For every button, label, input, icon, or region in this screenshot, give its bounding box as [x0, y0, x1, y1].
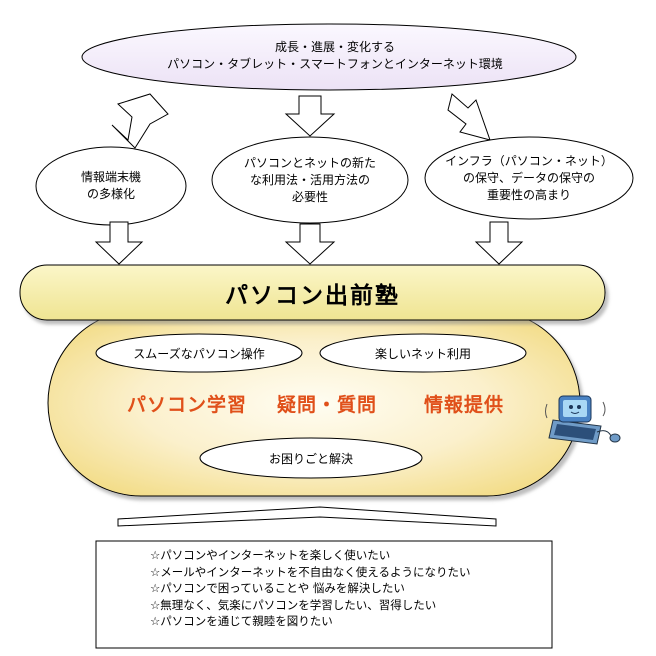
list-item: ☆パソコンで困っていることや 悩みを解決したい — [150, 581, 405, 595]
middle-center-line-1: パソコンとネットの新た — [243, 155, 376, 170]
list-item: ☆パソコンやインターネットを楽しく使いたい — [150, 548, 391, 562]
callout-pointer — [117, 506, 497, 527]
top-ellipse-line-2: パソコン・タブレット・スマートフォンとインターネット環境 — [167, 57, 503, 71]
pill-bottom-label: お困りごと解決 — [268, 451, 353, 466]
list-item: ☆メールやインターネットを不自由なく使えるようになりたい — [150, 564, 471, 579]
arrow-down-right — [447, 93, 491, 141]
arrow-into-banner-left — [94, 221, 144, 265]
middle-left-line-1: 情報端末機 — [80, 170, 141, 184]
middle-ellipse-right-label: インフラ（パソコン・ネット） の保守、データの保守の 重要性の高まり — [430, 150, 628, 206]
arrow-into-banner-center — [284, 223, 336, 265]
arrow-down-left — [111, 93, 169, 149]
middle-ellipse-center-label: パソコンとネットの新た な利用法・活用方法の 必要性 — [215, 152, 405, 208]
middle-right-line-2: の保守、データの保守の — [462, 170, 595, 185]
middle-right-line-3: 重要性の高まり — [486, 187, 571, 202]
arrow-down-center — [284, 95, 336, 137]
middle-ellipse-left-label: 情報端末機 の多様化 — [40, 166, 182, 206]
info-label: 情報提供 — [423, 393, 504, 416]
top-ellipse-label: 成長・進展・変化する パソコン・タブレット・スマートフォンとインターネット環境 — [90, 34, 580, 78]
pill-right-shape — [319, 333, 527, 373]
pill-left-label: スムーズなパソコン操作 — [133, 346, 265, 361]
pill-right-label: 楽しいネット利用 — [374, 346, 471, 361]
middle-ellipse-right — [424, 136, 634, 220]
needs-box — [95, 540, 553, 649]
pill-bottom-shape — [199, 437, 423, 479]
banner-title: パソコン出前塾 — [225, 282, 400, 309]
banner-shape — [19, 264, 606, 321]
middle-center-line-3: 必要性 — [291, 189, 328, 204]
questions-label: 疑問・質問 — [276, 393, 377, 416]
top-ellipse — [81, 23, 577, 91]
study-label: パソコン学習 — [126, 393, 247, 416]
middle-ellipse-center — [211, 136, 409, 224]
middle-right-line-1: インフラ（パソコン・ネット） — [445, 153, 613, 168]
list-item: ☆パソコンを通じて親睦を図りたい — [150, 614, 333, 628]
top-ellipse-line-1: 成長・進展・変化する — [274, 40, 395, 54]
arrow-into-banner-right — [474, 221, 524, 265]
middle-left-line-2: の多様化 — [86, 187, 135, 201]
middle-center-line-2: な利用法・活用方法の — [249, 172, 370, 187]
computer-icon — [545, 395, 621, 445]
list-item: ☆無理なく、気楽にパソコンを学習したい、習得したい — [150, 597, 437, 612]
needs-list: ☆パソコンやインターネットを楽しく使いたい ☆メールやインターネットを不自由なく… — [150, 547, 510, 630]
pill-left-shape — [95, 333, 303, 373]
